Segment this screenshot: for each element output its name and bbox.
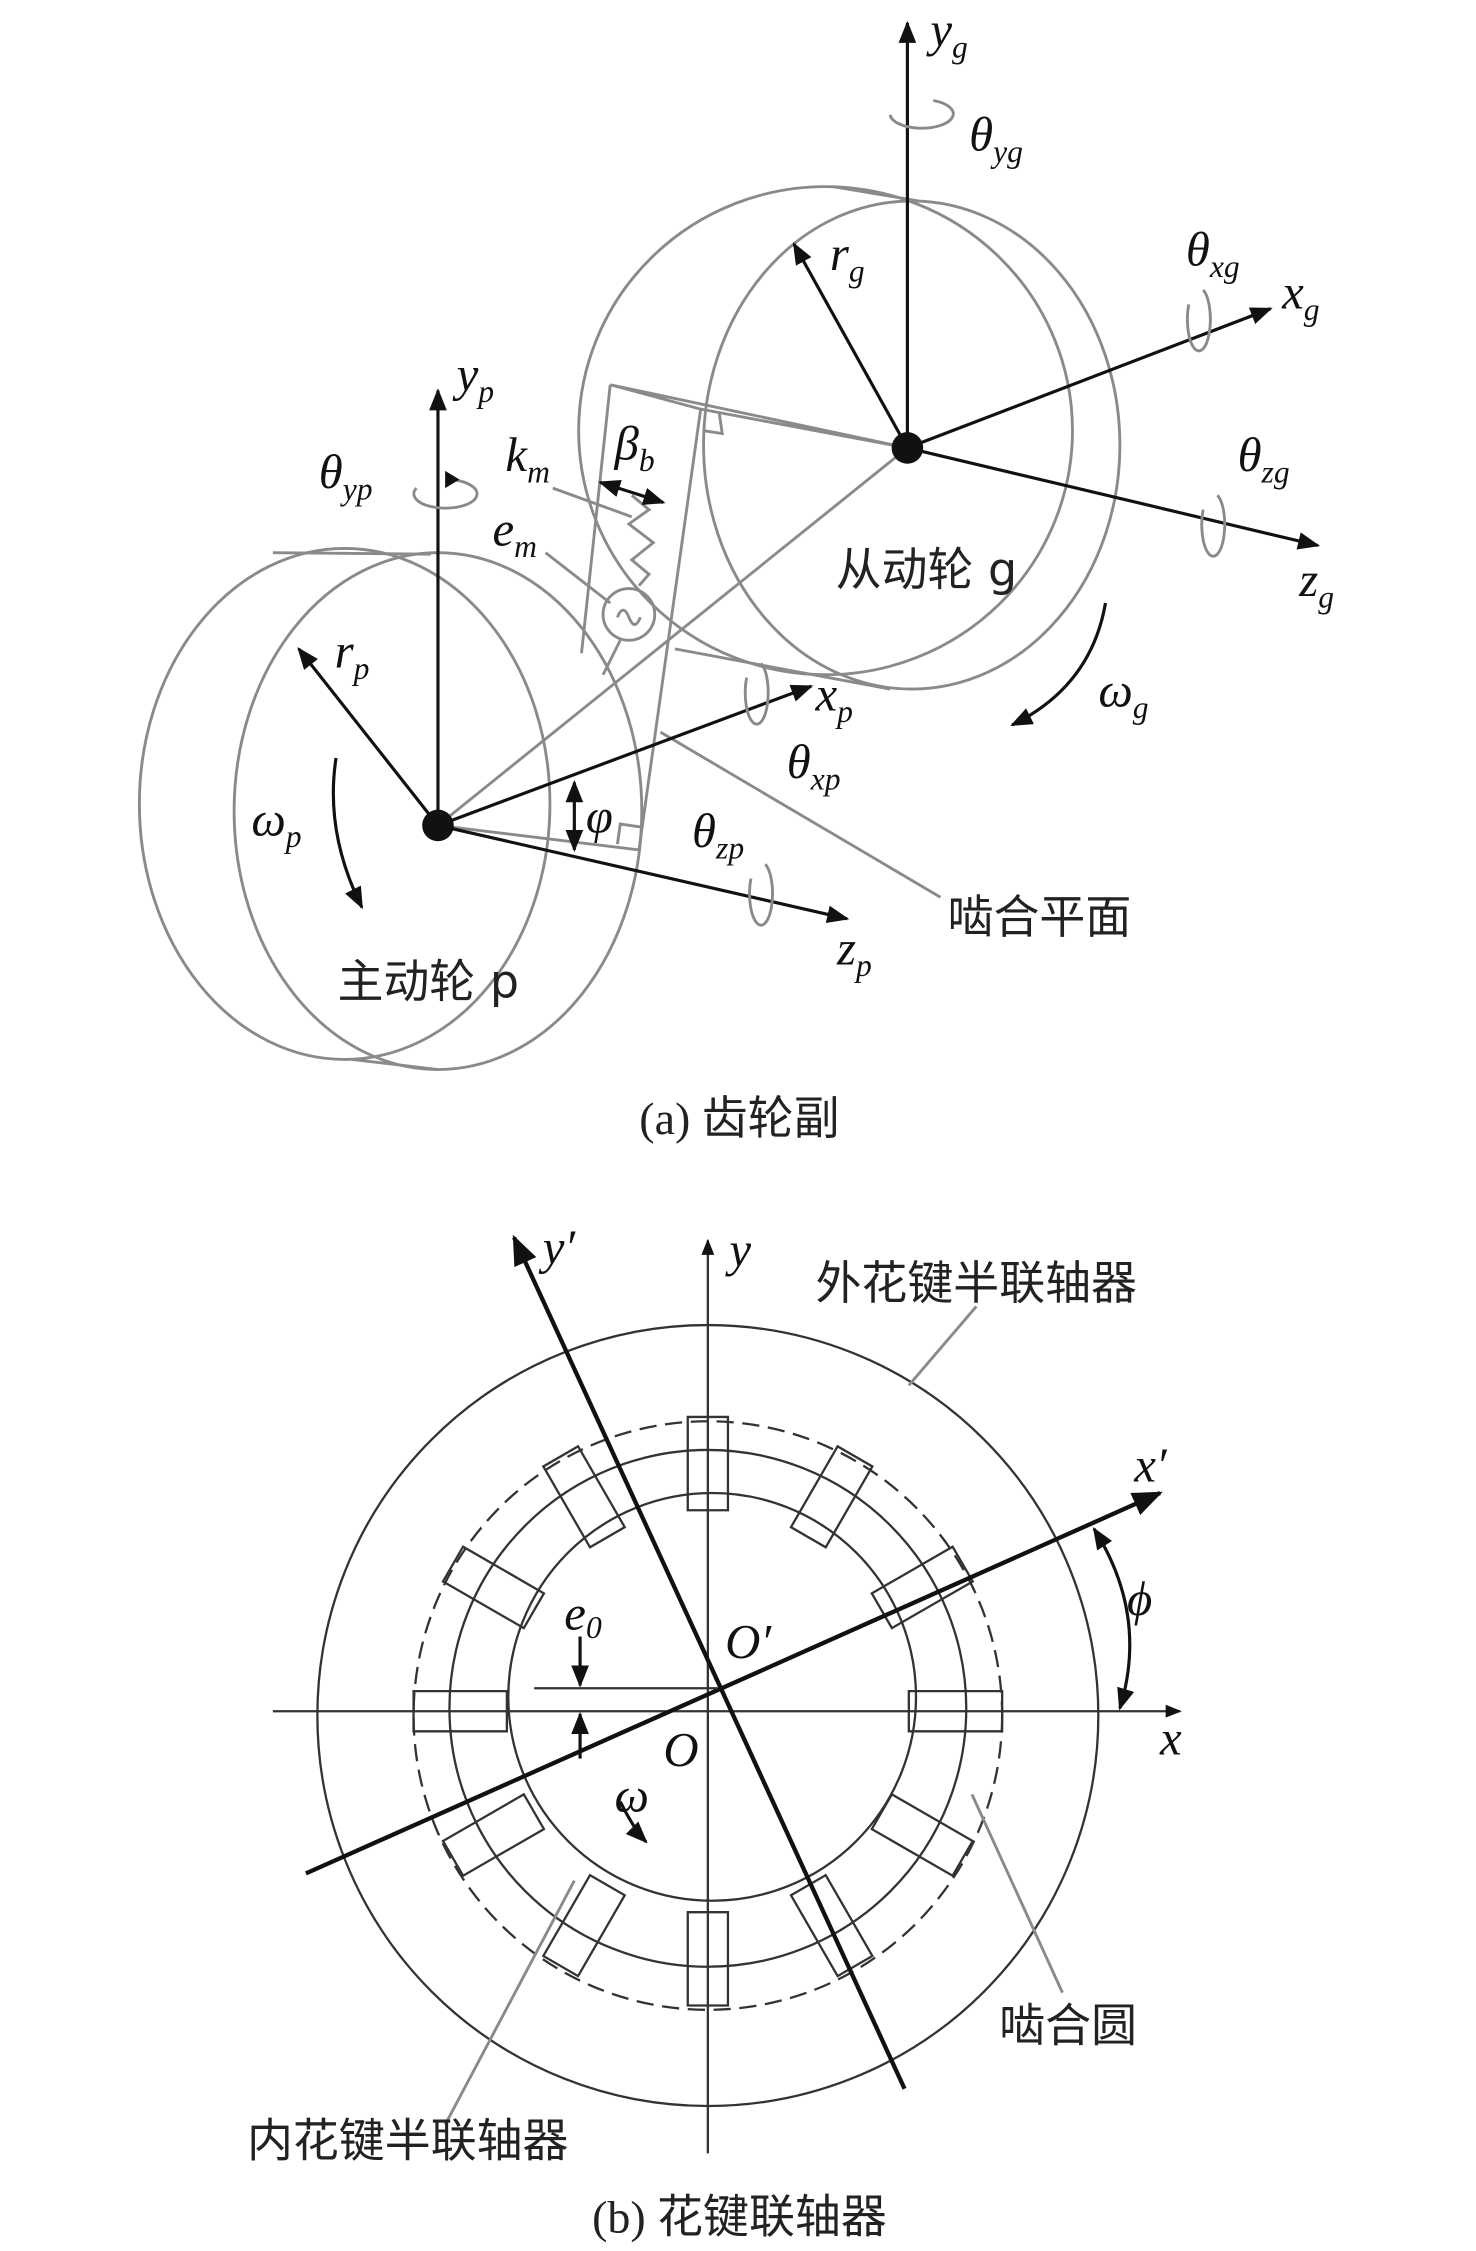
phi-arc-arrow: [1092, 1527, 1135, 1711]
spline-tooth: [789, 1873, 874, 1978]
error-source-icon: [601, 587, 657, 642]
theta-zp-rotation-icon: [748, 863, 774, 927]
label-theta-xp: θxp: [787, 735, 841, 796]
label-theta-xg: θxg: [1186, 223, 1240, 284]
label-y: y: [724, 1223, 751, 1277]
mesh-plane: [580, 383, 908, 851]
omega-g-arrow: [1010, 602, 1108, 727]
mesh-plane-leader: [659, 730, 942, 899]
mesh-plane-label: 啮合平面: [948, 890, 1132, 944]
spline-tooth: [907, 1689, 1004, 1733]
caption-a: (a) 齿轮副: [639, 1093, 839, 1144]
label-xp: xp: [815, 668, 853, 729]
spline-teeth: [412, 1415, 1004, 2007]
label-y-prime: y′: [538, 1220, 577, 1274]
label-omega-g: ωg: [1098, 663, 1148, 724]
theta-xg-rotation-icon: [1185, 289, 1212, 353]
outer-spline-label: 外花键半联轴器: [816, 1256, 1137, 1310]
pinion-back-face: [137, 546, 552, 1061]
mesh-circle-label: 啮合圆: [999, 1998, 1137, 2052]
label-phi: φ: [586, 790, 613, 844]
caption-b: (b) 花键联轴器: [592, 2191, 887, 2242]
beta-b-arrow: [598, 479, 666, 505]
pinion-label: 主动轮 p: [337, 955, 519, 1009]
label-O-prime: O′: [725, 1615, 772, 1669]
spline-tooth: [686, 1911, 730, 2007]
theta-zg-rotation-icon: [1200, 494, 1227, 558]
label-km: km: [505, 428, 549, 489]
label-zp: zp: [836, 922, 872, 983]
label-theta-yg: θyg: [969, 108, 1023, 169]
spline-tooth: [789, 1444, 874, 1549]
xp-axis: [437, 684, 814, 827]
label-x: x: [1159, 1711, 1182, 1765]
spline-coupling-diagram: y′ y 外花键半联轴器 x′ ϕ e0 O′ O x ω 啮合圆 内花键半联轴…: [247, 1220, 1182, 2242]
zp-axis: [437, 823, 850, 923]
label-theta-zg: θzg: [1238, 428, 1290, 489]
theta-yg-rotation-icon: [888, 99, 955, 130]
spline-tooth: [686, 1415, 730, 1512]
label-omega: ω: [615, 1769, 649, 1823]
xg-axis: [906, 307, 1273, 450]
spline-tooth: [412, 1689, 509, 1733]
label-phi-b: ϕ: [1127, 1572, 1152, 1626]
outer-label-leader: [907, 1305, 978, 1387]
gear-pair-diagram: yg θyg rg θxg xg θzg zg 从动轮 g ωg yp θyp …: [137, 3, 1334, 1144]
inner-spline-half-coupling: [507, 1491, 918, 1902]
label-yp: yp: [452, 347, 494, 408]
label-theta-zp: θzp: [692, 804, 744, 865]
omega-arrow: [618, 1800, 648, 1844]
label-beta-b: βb: [614, 416, 655, 477]
label-rg: rg: [830, 227, 865, 288]
gear-back-face: [577, 185, 1074, 677]
theta-xp-rotation-icon: [743, 662, 770, 726]
omega-p-arrow: [331, 757, 364, 910]
spline-tooth: [541, 1873, 627, 1978]
inner-spline-label: 内花键半联轴器: [247, 2113, 568, 2167]
inner-label-leader: [443, 1879, 576, 2126]
mesh-circle-leader: [970, 1793, 1064, 1994]
spline-tooth: [441, 1545, 546, 1630]
x-prime-axis: [305, 1491, 1163, 1876]
spline-tooth: [441, 1792, 546, 1878]
label-rp: rp: [335, 625, 370, 686]
rg-arrow: [792, 242, 909, 449]
label-theta-yp: θyp: [319, 445, 373, 506]
label-zg: zg: [1298, 553, 1334, 614]
spline-tooth: [870, 1792, 975, 1878]
spline-tooth: [541, 1444, 627, 1549]
label-x-prime: x′: [1133, 1439, 1168, 1493]
y-prime-axis: [512, 1234, 907, 2090]
label-O: O: [663, 1723, 698, 1777]
gear-label: 从动轮 g: [836, 543, 1018, 597]
spring-icon: [626, 494, 656, 587]
label-em: em: [493, 503, 537, 564]
label-yg: yg: [925, 3, 967, 64]
label-e0: e0: [564, 1586, 602, 1645]
zg-axis: [907, 446, 1321, 550]
label-omega-p: ωp: [251, 793, 301, 854]
rp-arrow: [297, 647, 440, 827]
label-xg: xg: [1281, 266, 1319, 327]
theta-yp-rotation-icon: [412, 478, 479, 510]
